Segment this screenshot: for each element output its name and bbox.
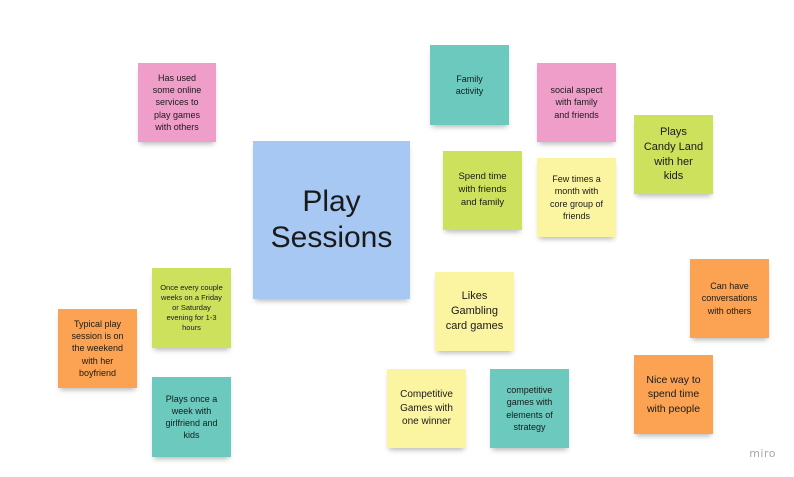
sticky-note-social-aspect[interactable]: social aspect with family and friends <box>537 63 616 142</box>
sticky-note-text: competitive games with elements of strat… <box>506 385 553 432</box>
sticky-note-text: Plays Candy Land with her kids <box>643 125 704 183</box>
sticky-note-has-used-online-services[interactable]: Has used some online services to play ga… <box>138 63 216 142</box>
sticky-note-spend-time-friends-family[interactable]: Spend time with friends and family <box>443 151 522 230</box>
sticky-note-typical-play-session[interactable]: Typical play session is on the weekend w… <box>58 309 137 388</box>
sticky-note-few-times-a-month[interactable]: Few times a month with core group of fri… <box>537 158 616 237</box>
miro-logo: miro <box>749 447 776 460</box>
sticky-note-competitive-strategy[interactable]: competitive games with elements of strat… <box>490 369 569 448</box>
sticky-note-text: Family activity <box>455 73 484 96</box>
sticky-note-family-activity[interactable]: Family activity <box>430 45 509 125</box>
sticky-note-text: Nice way to spend time with people <box>646 374 701 415</box>
sticky-note-text: Competitive Games with one winner <box>400 389 453 428</box>
sticky-note-text: Has used some online services to play ga… <box>152 73 202 132</box>
sticky-note-likes-gambling[interactable]: Likes Gambling card games <box>435 272 514 351</box>
sticky-note-text: Once every couple weeks on a Friday or S… <box>160 282 223 333</box>
sticky-note-text: Spend time with friends and family <box>458 171 507 208</box>
sticky-note-nice-way-to-spend-time[interactable]: Nice way to spend time with people <box>634 355 713 434</box>
sticky-note-can-have-conversations[interactable]: Can have conversations with others <box>690 259 769 338</box>
sticky-note-text: Play Sessions <box>270 185 393 254</box>
sticky-note-plays-candy-land[interactable]: Plays Candy Land with her kids <box>634 115 713 194</box>
sticky-note-text: Typical play session is on the weekend w… <box>71 319 124 378</box>
sticky-note-text: Likes Gambling card games <box>445 290 504 332</box>
sticky-note-text: Can have conversations with others <box>701 281 758 316</box>
sticky-note-text: Few times a month with core group of fri… <box>549 174 604 221</box>
sticky-note-play-sessions[interactable]: Play Sessions <box>253 141 410 299</box>
sticky-note-once-every-couple-weeks[interactable]: Once every couple weeks on a Friday or S… <box>152 268 231 348</box>
sticky-note-competitive-one-winner[interactable]: Competitive Games with one winner <box>387 369 466 448</box>
sticky-note-text: social aspect with family and friends <box>550 85 603 120</box>
sticky-note-plays-once-a-week[interactable]: Plays once a week with girlfriend and ki… <box>152 377 231 457</box>
sticky-note-text: Plays once a week with girlfriend and ki… <box>165 393 218 441</box>
